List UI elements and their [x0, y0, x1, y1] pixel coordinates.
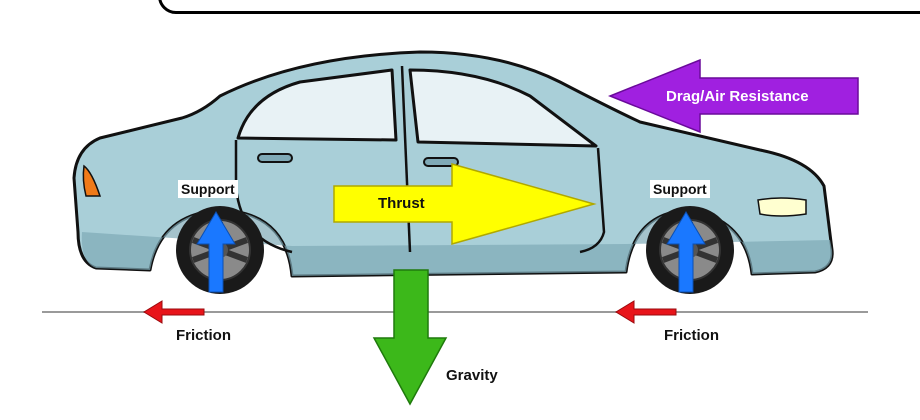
gravity-arrow	[372, 269, 448, 406]
thrust-arrow	[333, 163, 597, 245]
rear-window	[236, 68, 398, 142]
support-label-rear: Support	[178, 180, 238, 198]
tail-light	[82, 164, 102, 197]
drag-arrow	[607, 58, 859, 134]
headlight	[757, 197, 807, 217]
support-arrow-rear	[196, 211, 236, 293]
friction-label-rear: Friction	[176, 327, 231, 344]
thrust-label: Thrust	[378, 195, 425, 212]
support-label-front: Support	[650, 180, 710, 198]
friction-label-front: Friction	[664, 327, 719, 344]
gravity-label: Gravity	[446, 367, 498, 384]
drag-label: Drag/Air Resistance	[666, 88, 809, 105]
friction-arrow-rear	[143, 300, 205, 324]
friction-arrow-front	[615, 300, 677, 324]
support-arrow-front	[666, 211, 706, 293]
front-window	[408, 68, 598, 148]
